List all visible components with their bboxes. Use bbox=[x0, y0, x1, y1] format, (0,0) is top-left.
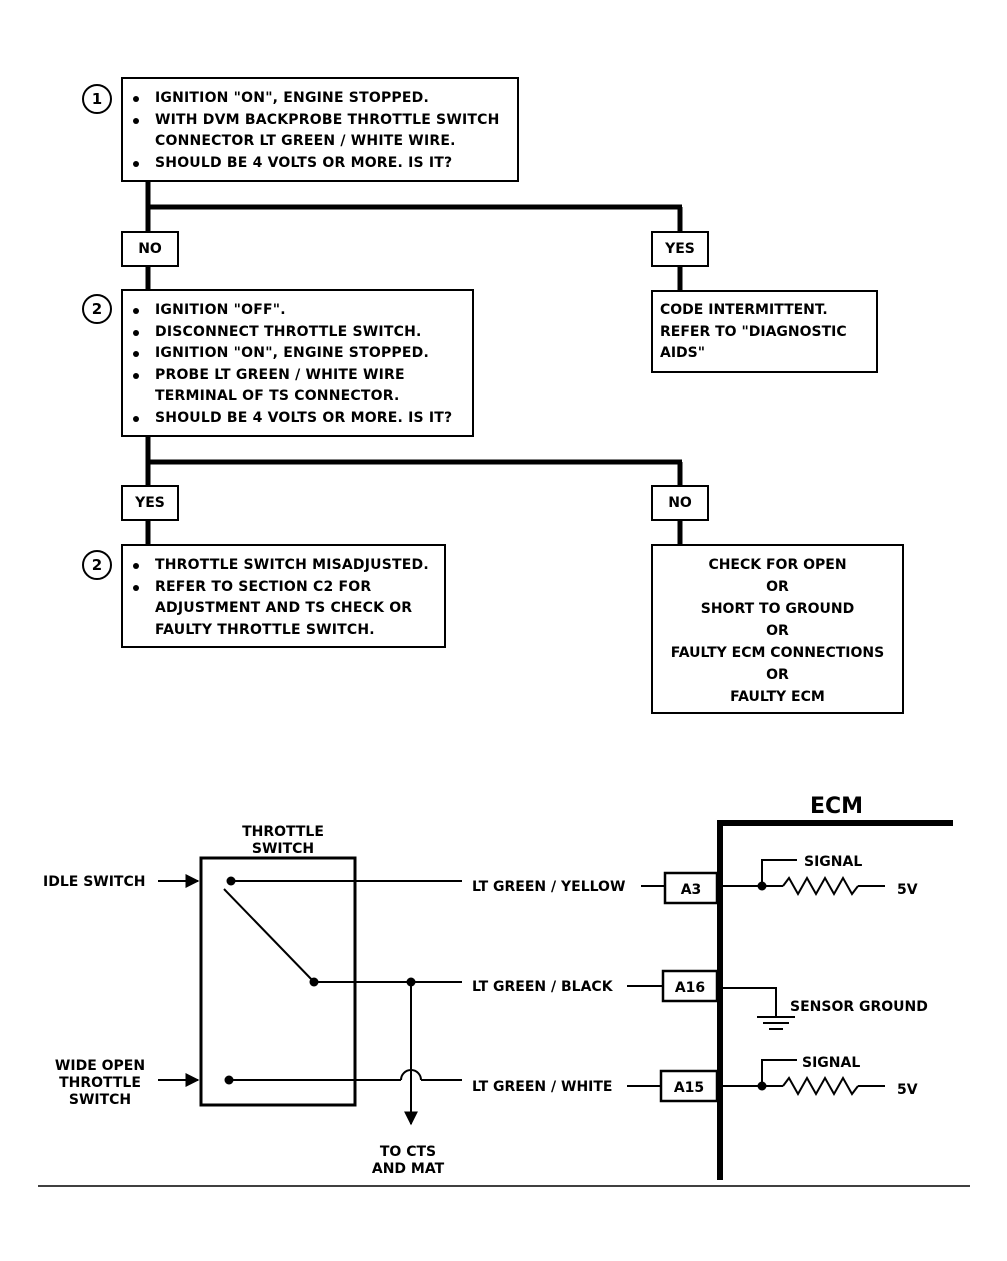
result-line-3: AIDS" bbox=[660, 345, 706, 362]
branch-2-no-label: NO bbox=[651, 485, 709, 521]
step-2-line-2: DISCONNECT THROTTLE SWITCH. bbox=[123, 322, 472, 344]
check-line-5: FAULTY ECM CONNECTIONS bbox=[670, 645, 885, 661]
step-2-box: IGNITION "OFF". DISCONNECT THROTTLE SWIT… bbox=[121, 289, 474, 437]
result-check-for-open: CHECK FOR OPEN OR SHORT TO GROUND OR FAU… bbox=[651, 544, 904, 714]
pin-a3-label: A3 bbox=[681, 882, 702, 898]
step-3-line-1: THROTTLE SWITCH MISADJUSTED. bbox=[123, 555, 444, 577]
ground-symbol bbox=[720, 987, 795, 1030]
pin-a15-label: A15 bbox=[674, 1080, 704, 1096]
wire-a15-label: LT GREEN / WHITE bbox=[472, 1079, 613, 1095]
branch-2-yes-label: YES bbox=[121, 485, 179, 521]
step-1-box: IGNITION "ON", ENGINE STOPPED. WITH DVM … bbox=[121, 77, 519, 182]
signal-tap-a3 bbox=[761, 859, 797, 886]
check-line-1: CHECK FOR OPEN bbox=[708, 557, 847, 573]
step-2-line-4: PROBE LT GREEN / WHITE WIRE TERMINAL OF … bbox=[123, 365, 415, 408]
branch-1-no-label: NO bbox=[121, 231, 179, 267]
branch-1-yes-label: YES bbox=[651, 231, 709, 267]
ecm-label: ECM bbox=[810, 794, 863, 819]
voltage-label-a15: 5V bbox=[897, 1082, 918, 1098]
result-line-2: REFER TO "DIAGNOSTIC bbox=[660, 323, 847, 340]
wire-a16-label: LT GREEN / BLACK bbox=[472, 979, 614, 995]
pin-a3-box bbox=[663, 871, 719, 905]
step-3-badge: 2 bbox=[82, 550, 112, 580]
step-3-line-2: REFER TO SECTION C2 FOR ADJUSTMENT AND T… bbox=[123, 577, 430, 642]
wot-contact bbox=[224, 1075, 234, 1085]
check-line-7: FAULTY ECM bbox=[730, 689, 825, 705]
signal-node-a15 bbox=[757, 1081, 767, 1091]
ecm-enclosure bbox=[717, 820, 953, 1180]
to-cts-label-2: AND MAT bbox=[372, 1161, 445, 1177]
wot-label-1: WIDE OPEN bbox=[55, 1058, 145, 1074]
wire-a15-crossover bbox=[400, 1069, 422, 1081]
signal-label-a15: SIGNAL bbox=[802, 1055, 860, 1071]
resistor-a15 bbox=[782, 1075, 859, 1097]
signal-node-a3 bbox=[757, 881, 767, 891]
step-2-line-3: IGNITION "ON", ENGINE STOPPED. bbox=[123, 343, 472, 365]
step-2-badge: 2 bbox=[82, 294, 112, 324]
throttle-switch-label-2: SWITCH bbox=[252, 841, 314, 857]
idle-contact bbox=[226, 876, 236, 886]
wire-a3-label: LT GREEN / YELLOW bbox=[472, 879, 625, 895]
step-1-line-2: WITH DVM BACKPROBE THROTTLE SWITCH CONNE… bbox=[123, 110, 515, 153]
resistor-a3 bbox=[782, 875, 859, 897]
step-3-box: THROTTLE SWITCH MISADJUSTED. REFER TO SE… bbox=[121, 544, 446, 648]
switch-blade bbox=[223, 888, 315, 983]
pin-a15-box bbox=[659, 1069, 719, 1103]
result-code-intermittent: CODE INTERMITTENT. REFER TO "DIAGNOSTIC … bbox=[651, 290, 878, 373]
splice-dot bbox=[406, 977, 416, 987]
step-1-badge: 1 bbox=[82, 84, 112, 114]
to-cts-label-1: TO CTS bbox=[380, 1144, 436, 1160]
flowchart-connectors bbox=[145, 182, 683, 544]
pin-a16-label: A16 bbox=[675, 980, 705, 996]
pin-a16-box bbox=[661, 969, 719, 1003]
step-1-line-1: IGNITION "ON", ENGINE STOPPED. bbox=[123, 88, 517, 110]
result-line-1: CODE INTERMITTENT. bbox=[660, 302, 828, 318]
check-line-3: SHORT TO GROUND bbox=[700, 601, 855, 617]
check-line-6: OR bbox=[766, 667, 789, 683]
voltage-label-a3: 5V bbox=[897, 882, 918, 898]
wot-label-2: THROTTLE bbox=[59, 1075, 141, 1091]
throttle-switch-body bbox=[199, 856, 357, 1107]
common-contact bbox=[309, 977, 319, 987]
sensor-ground-label: SENSOR GROUND bbox=[790, 999, 928, 1015]
idle-switch-label: IDLE SWITCH bbox=[43, 874, 145, 890]
wot-label-3: SWITCH bbox=[69, 1092, 131, 1108]
check-line-2: OR bbox=[766, 579, 789, 595]
throttle-switch-label-1: THROTTLE bbox=[242, 824, 324, 840]
step-2-line-1: IGNITION "OFF". bbox=[123, 300, 472, 322]
step-1-line-3: SHOULD BE 4 VOLTS OR MORE. IS IT? bbox=[123, 153, 517, 175]
step-2-line-5: SHOULD BE 4 VOLTS OR MORE. IS IT? bbox=[123, 408, 472, 430]
signal-tap-a15 bbox=[761, 1059, 797, 1086]
signal-label-a3: SIGNAL bbox=[804, 854, 862, 870]
check-line-4: OR bbox=[766, 623, 789, 639]
